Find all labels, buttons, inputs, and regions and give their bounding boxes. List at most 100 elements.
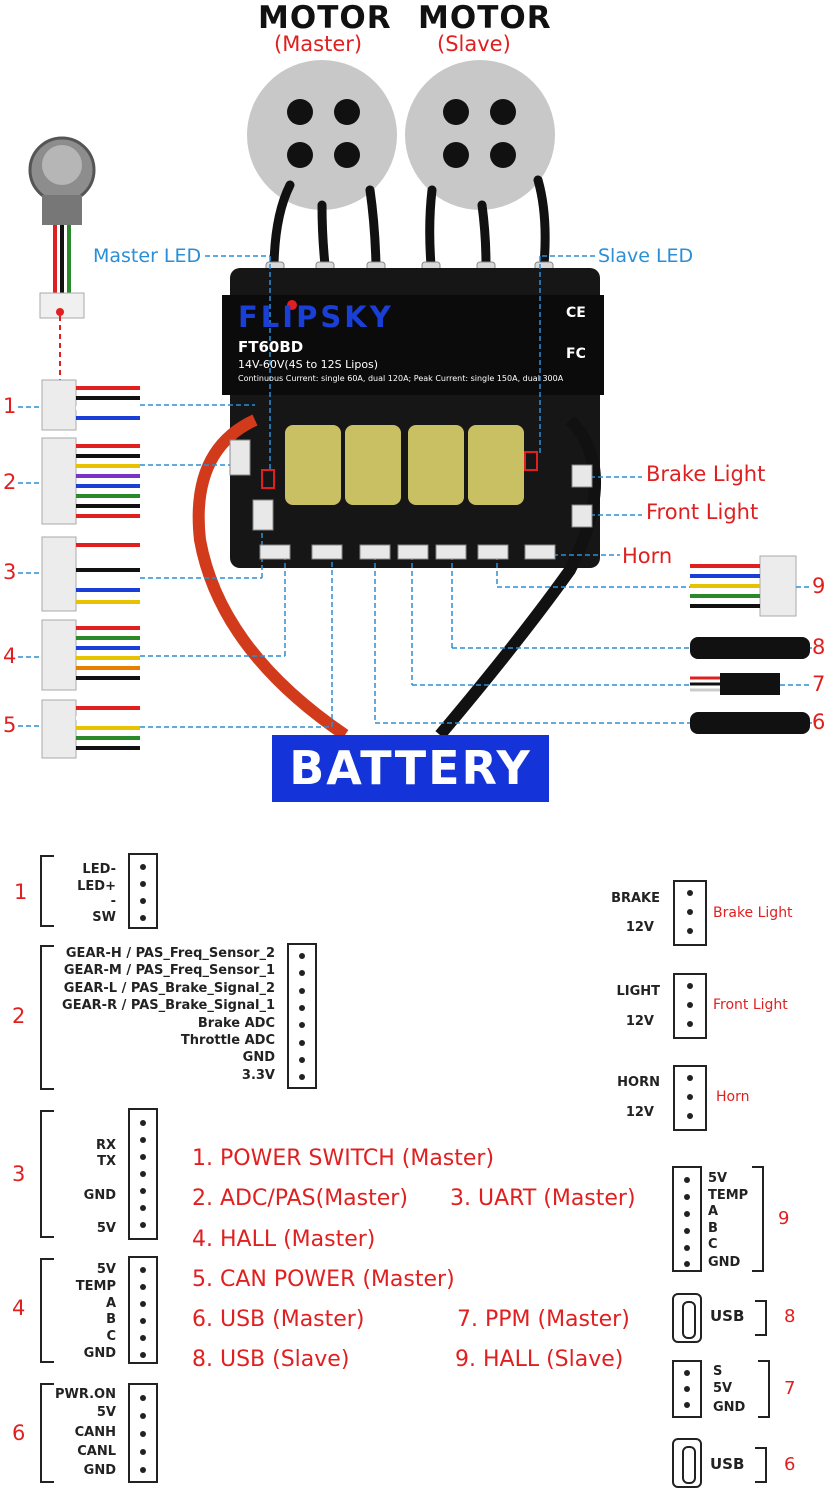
battery-black-cable xyxy=(435,415,601,739)
slave-led-label: Slave LED xyxy=(598,245,694,267)
pin-gnd-3: GND xyxy=(83,1188,116,1203)
pin-led-plus: LED+ xyxy=(77,879,116,894)
pin-s-7: S xyxy=(713,1364,723,1379)
front-light-pin-label: Front Light xyxy=(713,997,788,1013)
pin-5v-4: 5V xyxy=(96,1262,116,1277)
connector-brake xyxy=(673,880,707,946)
brake-light-label: Brake Light xyxy=(646,462,766,486)
pinout-number-6-right: 6 xyxy=(784,1454,796,1475)
horn-pin-label: Horn xyxy=(716,1089,750,1105)
connector-2 xyxy=(287,943,317,1089)
pin-a-9: A xyxy=(708,1204,719,1219)
pin-5v-3: 5V xyxy=(96,1221,116,1236)
pin-b-9: B xyxy=(708,1221,718,1236)
controller-illustration xyxy=(18,60,812,759)
legend-item-6: 6. USB (Master) xyxy=(192,1307,365,1332)
connector-horn xyxy=(673,1065,707,1131)
pin-led-minus: LED- xyxy=(82,862,116,877)
motor-master-title: MOTOR xyxy=(258,0,392,36)
pin-sw: SW xyxy=(92,910,116,925)
usb-8-icon xyxy=(672,1293,702,1343)
master-led-label: Master LED xyxy=(93,245,202,267)
pin-horn: HORN xyxy=(617,1075,660,1090)
right-number-7: 7 xyxy=(812,672,826,696)
pin-brake-adc: Brake ADC xyxy=(197,1016,275,1031)
pin-5v-6: 5V xyxy=(96,1405,116,1420)
legend-item-8: 8. USB (Slave) xyxy=(192,1347,350,1372)
brace-4 xyxy=(40,1258,54,1363)
brace-2 xyxy=(40,945,54,1090)
motor-master-icon xyxy=(247,60,397,210)
horn-label: Horn xyxy=(622,544,673,568)
brace-9 xyxy=(752,1166,764,1272)
board-model: FT60BD xyxy=(238,338,304,356)
brace-1 xyxy=(40,855,54,927)
brace-6-left xyxy=(40,1383,54,1483)
connector-9 xyxy=(672,1166,702,1272)
capacitors xyxy=(285,425,524,505)
board-current: Continuous Current: single 60A, dual 120… xyxy=(238,374,564,383)
pin-gnd-2: GND xyxy=(242,1050,275,1065)
pin-gnd-4: GND xyxy=(83,1346,116,1361)
legend-item-2: 2. ADC/PAS(Master) xyxy=(192,1186,408,1211)
pinout-number-8: 8 xyxy=(784,1306,796,1327)
pin-horn-12v: 12V xyxy=(625,1105,654,1120)
fc-mark: FC xyxy=(566,346,586,362)
pinout-number-6-left: 6 xyxy=(12,1421,26,1445)
right-number-9: 9 xyxy=(812,574,826,598)
motor-slave-title: MOTOR xyxy=(418,0,552,36)
left-harness-connectors xyxy=(41,379,140,759)
legend-item-1: 1. POWER SWITCH (Master) xyxy=(192,1146,495,1171)
connector-4 xyxy=(128,1256,158,1364)
pin-dash: - xyxy=(110,894,116,909)
board-brand-logo: FLIPSKY xyxy=(238,300,394,334)
pin-pwr-on: PWR.ON xyxy=(55,1387,116,1402)
pin-5v-9: 5V xyxy=(708,1171,728,1186)
usb-6-label: USB xyxy=(710,1455,745,1473)
pin-c-4: C xyxy=(106,1329,116,1344)
pin-gnd-9: GND xyxy=(708,1255,741,1270)
pin-brake: BRAKE xyxy=(611,891,660,906)
pin-temp-9: TEMP xyxy=(708,1188,749,1203)
brake-light-pin-label: Brake Light xyxy=(713,905,793,921)
usb-8-label: USB xyxy=(710,1307,745,1325)
pinout-number-1: 1 xyxy=(14,880,28,904)
pin-gear-r: GEAR-R / PAS_Brake_Signal_1 xyxy=(62,998,275,1013)
motor-slave-subtitle: (Slave) xyxy=(437,32,511,56)
right-number-8: 8 xyxy=(812,635,826,659)
pin-light: LIGHT xyxy=(616,984,660,999)
legend-item-3: 3. UART (Master) xyxy=(450,1186,636,1211)
pinout-number-4: 4 xyxy=(12,1296,26,1320)
right-harness-connectors xyxy=(690,555,810,734)
pin-tx: TX xyxy=(97,1154,116,1169)
pinout-number-7: 7 xyxy=(784,1378,796,1399)
right-number-6: 6 xyxy=(812,710,826,734)
pin-temp-4: TEMP xyxy=(75,1279,116,1294)
legend-item-7: 7. PPM (Master) xyxy=(457,1307,630,1332)
motor-wires xyxy=(269,175,550,270)
brace-7 xyxy=(758,1360,770,1418)
connector-7 xyxy=(672,1360,702,1418)
brace-8 xyxy=(755,1300,767,1336)
leader-lines xyxy=(18,255,812,728)
left-number-1: 1 xyxy=(3,394,17,418)
pin-a-4: A xyxy=(105,1296,116,1311)
power-switch-icon xyxy=(28,136,96,390)
legend-item-5: 5. CAN POWER (Master) xyxy=(192,1267,455,1292)
motor-slave-icon xyxy=(405,60,555,210)
pin-b-4: B xyxy=(106,1312,116,1327)
battery-red-cable xyxy=(192,414,349,740)
brace-6-right xyxy=(755,1447,767,1483)
left-number-4: 4 xyxy=(3,644,17,668)
pin-c-9: C xyxy=(708,1237,718,1252)
pin-gear-h: GEAR-H / PAS_Freq_Sensor_2 xyxy=(65,946,275,961)
connector-light xyxy=(673,973,707,1039)
connector-3 xyxy=(128,1108,158,1240)
pin-gnd-6: GND xyxy=(83,1463,116,1478)
pin-canl: CANL xyxy=(77,1444,116,1459)
pin-gnd-7: GND xyxy=(713,1400,746,1415)
pinout-number-2: 2 xyxy=(12,1004,26,1028)
battery-label: BATTERY xyxy=(272,735,549,802)
legend-item-9: 9. HALL (Slave) xyxy=(455,1347,624,1372)
connector-6-left xyxy=(128,1383,158,1483)
